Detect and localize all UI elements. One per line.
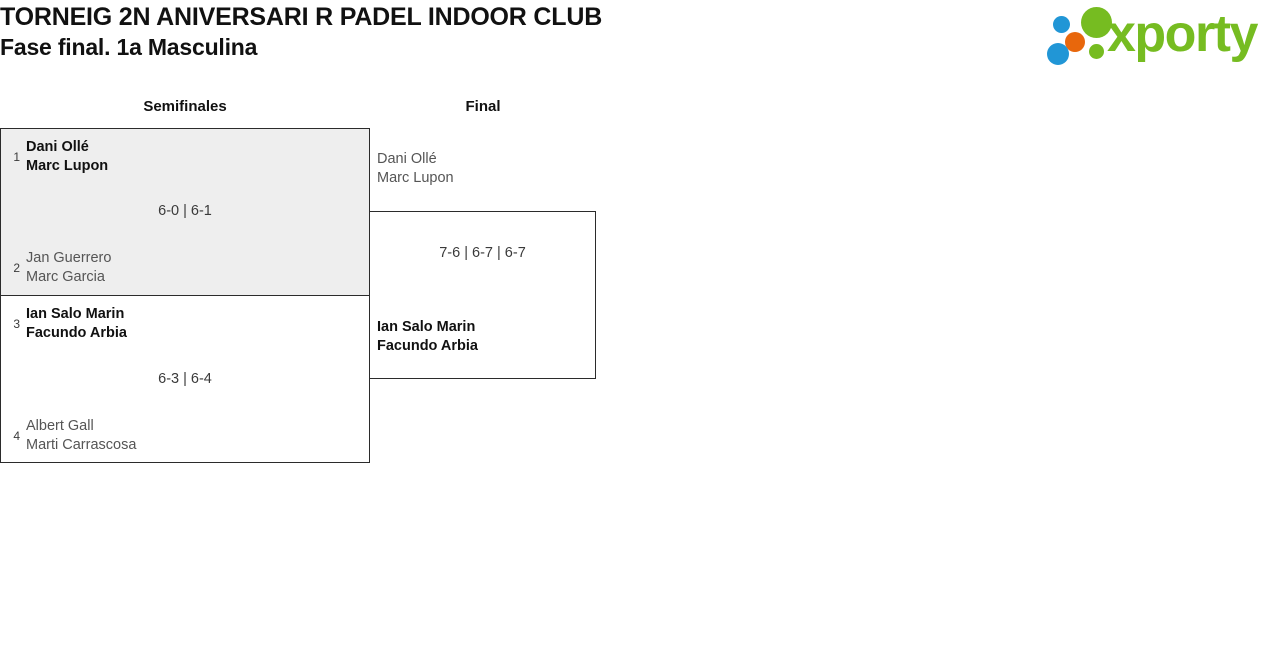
player-name: Marc Lupon bbox=[26, 158, 109, 174]
tournament-title-block: TORNEIG 2N ANIVERSARI R PADEL INDOOR CLU… bbox=[0, 2, 900, 62]
logo-dot-blue-small-icon bbox=[1053, 16, 1070, 33]
page-header: TORNEIG 2N ANIVERSARI R PADEL INDOOR CLU… bbox=[0, 0, 1280, 90]
round-header-final: Final bbox=[465, 98, 501, 115]
team-name: Jan Guerrero Marc Garcia bbox=[26, 249, 111, 287]
logo-dot-blue-large-icon bbox=[1047, 43, 1069, 65]
player-name: Jan Guerrero bbox=[26, 250, 112, 266]
match-semifinal-1[interactable] bbox=[0, 128, 370, 296]
team-name: Albert Gall Marti Carrascosa bbox=[26, 417, 136, 455]
match-score: 6-3 | 6-4 bbox=[158, 371, 212, 387]
logo-wordmark: xporty bbox=[1107, 5, 1258, 63]
match-final[interactable] bbox=[369, 211, 596, 379]
player-name: Marc Lupon bbox=[377, 170, 454, 186]
match-score: 6-0 | 6-1 bbox=[158, 203, 212, 219]
team-name: Dani Ollé Marc Lupon bbox=[26, 138, 108, 176]
logo-dots-icon bbox=[1045, 6, 1112, 65]
player-name: Dani Ollé bbox=[26, 139, 89, 155]
player-name: Facundo Arbia bbox=[26, 325, 127, 341]
round-header-semifinals: Semifinales bbox=[143, 98, 227, 115]
match-score: 7-6 | 6-7 | 6-7 bbox=[439, 245, 526, 261]
seed-number: 4 bbox=[13, 429, 20, 443]
player-name: Facundo Arbia bbox=[377, 338, 478, 354]
seed-number: 3 bbox=[13, 317, 20, 331]
seed-number: 2 bbox=[13, 261, 20, 275]
team-name: Dani Ollé Marc Lupon bbox=[377, 150, 454, 188]
logo-dot-green-large-icon bbox=[1081, 7, 1112, 38]
player-name: Dani Ollé bbox=[377, 151, 437, 167]
team-name: Ian Salo Marin Facundo Arbia bbox=[26, 305, 127, 343]
logo-dot-orange-icon bbox=[1065, 32, 1085, 52]
player-name: Marti Carrascosa bbox=[26, 437, 137, 453]
logo-dot-green-small-icon bbox=[1089, 44, 1104, 59]
team-name: Ian Salo Marin Facundo Arbia bbox=[377, 318, 478, 356]
tournament-name: TORNEIG 2N ANIVERSARI R PADEL INDOOR CLU… bbox=[0, 3, 603, 31]
xporty-logo[interactable]: xporty bbox=[1045, 5, 1273, 65]
player-name: Albert Gall bbox=[26, 418, 94, 434]
tournament-phase: Fase final. 1a Masculina bbox=[0, 34, 258, 60]
match-semifinal-2[interactable] bbox=[0, 295, 370, 463]
player-name: Marc Garcia bbox=[26, 269, 105, 285]
player-name: Ian Salo Marin bbox=[26, 306, 125, 322]
player-name: Ian Salo Marin bbox=[377, 319, 476, 335]
seed-number: 1 bbox=[13, 150, 20, 164]
